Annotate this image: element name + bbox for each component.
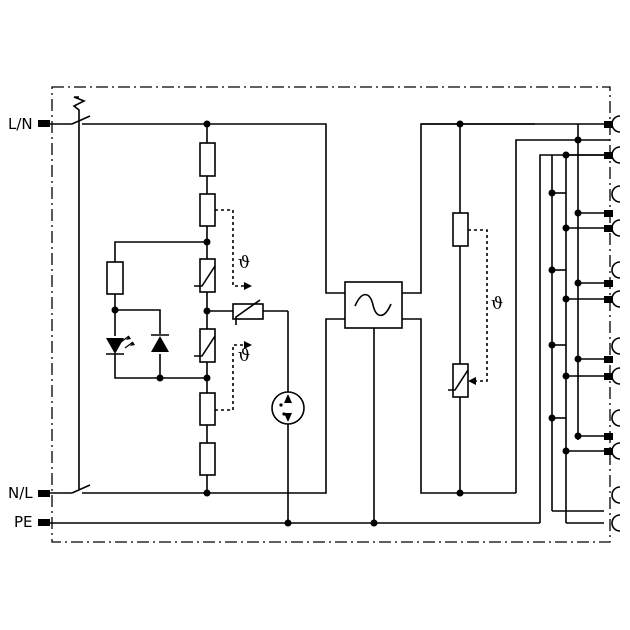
thermal-disconnector [207,299,289,395]
output-terminals [611,115,621,532]
theta-symbol-lower: ϑ [238,346,251,366]
filter-connections [207,123,535,523]
terminal-label-nl: N/L [8,484,33,502]
output-bus [421,123,610,524]
thermal-arrowheads-left [244,282,252,349]
varistor-string [194,124,216,493]
disconnect-switch [50,96,207,494]
output-terminal-blocks [604,121,613,455]
thermal-coupling-right [468,229,488,382]
indicator-branch [106,241,207,379]
led-and-diode [106,336,169,354]
junction-dots [111,120,582,527]
output-protection [448,124,469,493]
terminal-label-pe: PE [14,513,33,531]
input-terminals [38,120,50,526]
terminal-label-ln: L/N [8,115,33,133]
theta-symbol-right: ϑ [491,294,504,314]
thermal-coupling-left [215,209,244,411]
gas-discharge-marks [279,394,292,422]
thermal-arrowhead-right [468,377,476,385]
enclosure-boundary [51,86,611,543]
gas-discharge-tube [271,391,305,523]
theta-symbol-upper: ϑ [238,253,251,273]
